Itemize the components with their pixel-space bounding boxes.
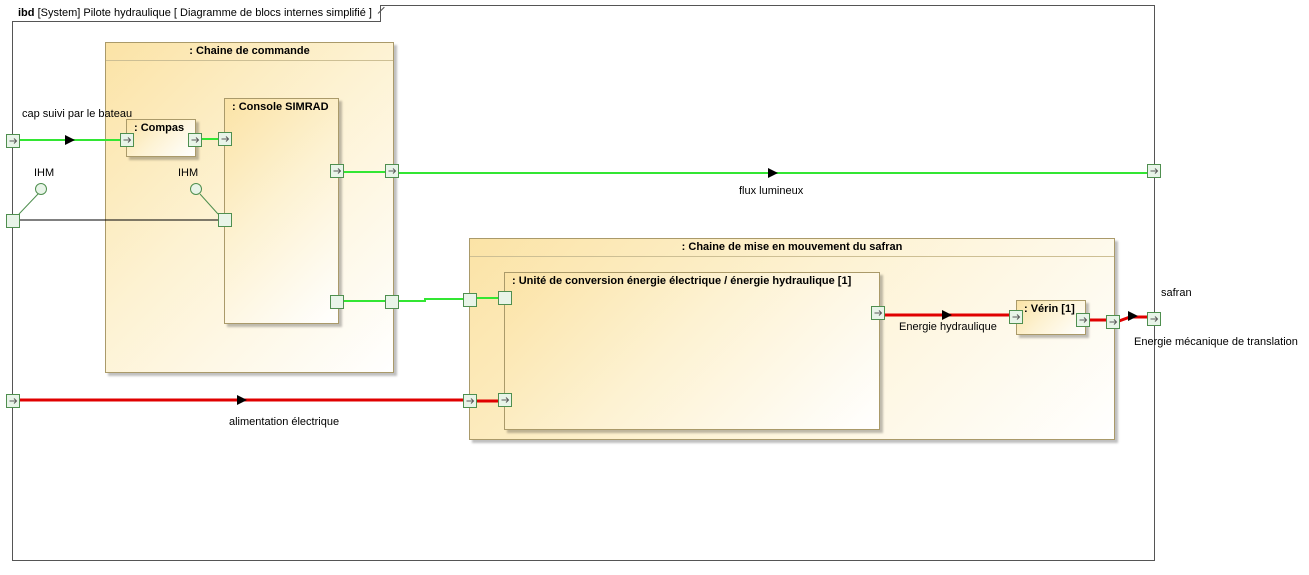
label-ihm-left: IHM [34,167,55,179]
port-commande-cmd [385,295,399,309]
port-unite-cmd [498,291,512,305]
port-mouvement-cmd [463,293,477,307]
block-title: : Chaine de commande [106,43,393,61]
frame-header: ibd [System] Pilote hydraulique [ Diagra… [12,5,381,22]
label-cap-suivi: cap suivi par le bateau [22,108,133,120]
block-title: : Unité de conversion énergie électrique… [512,275,852,287]
ihm-interface-icon [35,183,47,195]
label-safran: safran [1161,287,1192,299]
block-unite-conversion[interactable]: : Unité de conversion énergie électrique… [504,272,880,430]
flow-arrow-icon [65,135,75,145]
block-compas[interactable]: : Compas [126,119,196,157]
label-alimentation: alimentation électrique [229,416,340,428]
flow-arrows [65,135,1138,405]
flow-arrow-icon [942,310,952,320]
block-title: : Chaine de mise en mouvement du safran [470,239,1114,257]
block-title: : Compas [134,122,185,134]
flow-arrow-icon [1128,311,1138,321]
flow-arrow-icon [768,168,778,178]
block-title: : Vérin [1] [1024,303,1075,315]
ihm-interface-icon [190,183,202,195]
label-energie-hydraulique: Energie hydraulique [899,321,997,333]
flow-arrow-icon [237,395,247,405]
label-flux-lumineux: flux lumineux [739,185,804,197]
port-ihm-frame [6,214,20,228]
label-energie-mecanique: Energie mécanique de translation [1134,336,1298,348]
connector-console-unite [398,298,463,302]
block-console-simrad[interactable]: : Console SIMRAD [224,98,339,324]
ihm-lollipops [18,183,219,215]
frame-keyword: ibd [18,7,35,19]
port-console-ihm [218,213,232,227]
block-title: : Console SIMRAD [232,101,329,113]
ports [6,132,1161,408]
frame-title: [System] Pilote hydraulique [ Diagramme … [37,7,372,19]
port-console-cmd [330,295,344,309]
label-ihm-right: IHM [178,167,199,179]
